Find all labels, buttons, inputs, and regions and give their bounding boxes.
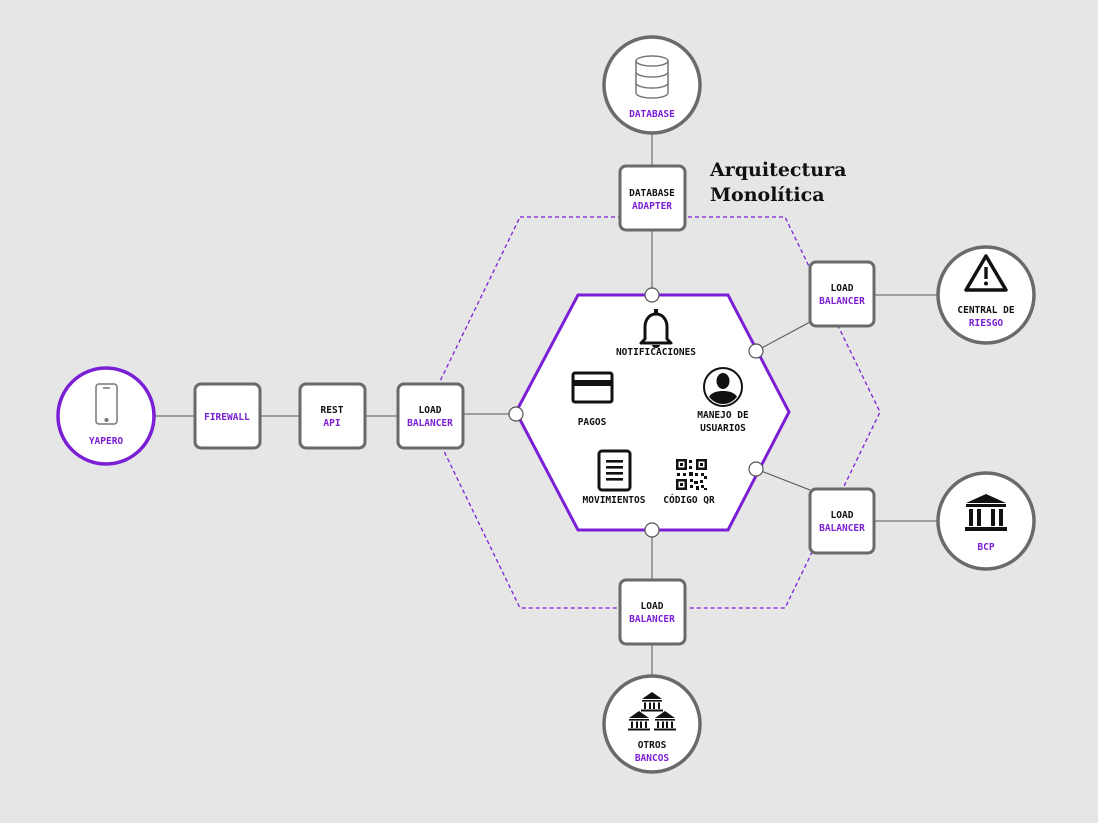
lb-left-line1: LOAD	[419, 405, 442, 416]
load-balancer-bottom-right[interactable]: LOAD BALANCER	[808, 487, 876, 555]
otros-bancos-node[interactable]: OTROS BANCOS	[602, 674, 702, 774]
bcp-node[interactable]: BCP	[936, 471, 1036, 571]
database-label: DATABASE	[629, 109, 675, 120]
bcp-label: BCP	[977, 542, 994, 553]
central-de-riesgo-node[interactable]: CENTRAL DE RIESGO	[936, 245, 1036, 345]
load-balancer-top-right[interactable]: LOAD BALANCER	[808, 260, 876, 328]
rest-api-line2: API	[323, 418, 340, 429]
diagram-title-line1: Arquitectura	[709, 159, 846, 181]
smartphone-icon	[95, 383, 118, 425]
database-adapter-line2: ADAPTER	[632, 201, 672, 212]
central-riesgo-line2: RIESGO	[969, 318, 1004, 329]
database-node[interactable]: DATABASE	[602, 35, 702, 135]
diagram-title-line2: Monolítica	[710, 184, 825, 206]
credit-card-icon	[571, 371, 614, 404]
yapero-node[interactable]: YAPERO	[56, 366, 156, 466]
rest-api-line1: REST	[321, 405, 344, 416]
lb-bottom-right-line2: BALANCER	[819, 523, 865, 534]
lb-left-line2: BALANCER	[407, 418, 453, 429]
qr-code-icon	[676, 459, 707, 490]
hexagon-ports	[508, 287, 764, 538]
warning-icon	[964, 254, 1008, 292]
lb-bottom-line2: BALANCER	[629, 614, 675, 625]
pagos-label: PAGOS	[578, 417, 607, 428]
otros-bancos-line2: BANCOS	[635, 753, 670, 764]
module-manejo-de-usuarios[interactable]: MANEJO DE USUARIOS	[697, 367, 749, 434]
codigo-qr-label: CÓDIGO QR	[663, 494, 715, 506]
firewall-node[interactable]: FIREWALL	[193, 382, 262, 450]
load-balancer-left[interactable]: LOAD BALANCER	[396, 382, 465, 450]
yapero-label: YAPERO	[89, 436, 124, 447]
firewall-label: FIREWALL	[204, 412, 250, 423]
document-icon	[597, 449, 632, 492]
notificaciones-label: NOTIFICACIONES	[616, 347, 696, 358]
module-notificaciones[interactable]: NOTIFICACIONES	[616, 309, 696, 358]
banks-icon	[628, 692, 676, 731]
module-codigo-qr[interactable]: CÓDIGO QR	[663, 459, 715, 506]
central-riesgo-line1: CENTRAL DE	[957, 305, 1014, 316]
lb-bottom-right-line1: LOAD	[831, 510, 854, 521]
database-adapter-line1: DATABASE	[629, 188, 675, 199]
database-icon	[635, 55, 669, 99]
load-balancer-bottom[interactable]: LOAD BALANCER	[618, 578, 687, 646]
lb-top-right-line1: LOAD	[831, 283, 854, 294]
rest-api-node[interactable]: REST API	[298, 382, 367, 450]
module-movimientos[interactable]: MOVIMIENTOS	[583, 449, 646, 506]
user-icon	[703, 367, 743, 407]
otros-bancos-line1: OTROS	[638, 740, 667, 751]
module-pagos[interactable]: PAGOS	[571, 371, 614, 428]
bank-icon	[965, 494, 1007, 531]
database-adapter-node[interactable]: DATABASE ADAPTER	[618, 164, 687, 232]
lb-bottom-line1: LOAD	[641, 601, 664, 612]
lb-top-right-line2: BALANCER	[819, 296, 865, 307]
bell-icon	[639, 309, 673, 348]
manejo-line1: MANEJO DE	[697, 410, 749, 421]
connector-lines	[155, 132, 938, 676]
movimientos-label: MOVIMIENTOS	[583, 495, 646, 506]
manejo-line2: USUARIOS	[700, 423, 746, 434]
